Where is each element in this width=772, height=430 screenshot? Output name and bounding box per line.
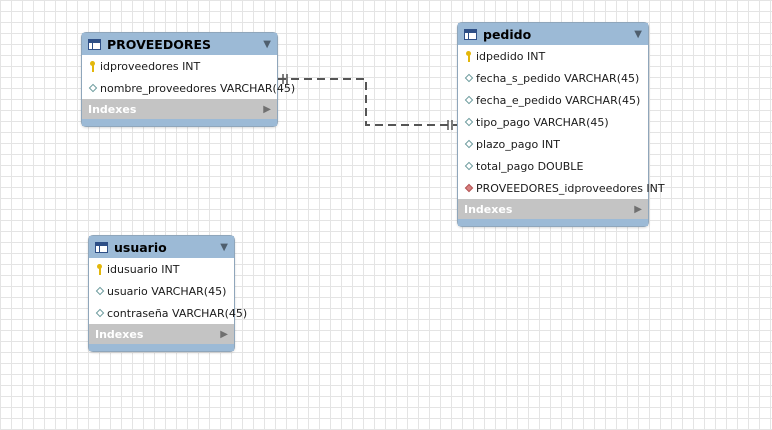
indexes-section[interactable]: Indexes ▶ — [89, 324, 234, 344]
column-row[interactable]: idproveedores INT — [82, 55, 277, 77]
column-row[interactable]: fecha_s_pedido VARCHAR(45) — [458, 67, 648, 89]
column-row[interactable]: idusuario INT — [89, 258, 234, 280]
expand-triangle-right-icon[interactable]: ▶ — [263, 103, 271, 115]
indexes-label: Indexes — [464, 202, 513, 216]
column-label: idusuario INT — [107, 262, 180, 276]
column-label: fecha_e_pedido VARCHAR(45) — [476, 93, 641, 107]
indexes-section[interactable]: Indexes ▶ — [82, 99, 277, 119]
column-row[interactable]: tipo_pago VARCHAR(45) — [458, 111, 648, 133]
table-footer — [82, 119, 277, 126]
expand-triangle-right-icon[interactable]: ▶ — [634, 203, 642, 215]
table-header-proveedores[interactable]: PROVEEDORES ▼ — [82, 33, 277, 55]
table-icon — [464, 28, 477, 40]
column-label: idpedido INT — [476, 49, 546, 63]
diamond-icon — [464, 72, 473, 84]
column-row[interactable]: plazo_pago INT — [458, 133, 648, 155]
collapse-triangle-down-icon[interactable]: ▼ — [263, 38, 271, 50]
cardinality-mark-one-pedido — [447, 120, 453, 130]
column-row[interactable]: usuario VARCHAR(45) — [89, 280, 234, 302]
key-icon — [88, 60, 97, 72]
column-row[interactable]: total_pago DOUBLE — [458, 155, 648, 177]
column-label: nombre_proveedores VARCHAR(45) — [100, 81, 296, 95]
column-label: usuario VARCHAR(45) — [107, 284, 227, 298]
column-row[interactable]: PROVEEDORES_idproveedores INT — [458, 177, 665, 199]
column-label: idproveedores INT — [100, 59, 201, 73]
column-label: tipo_pago VARCHAR(45) — [476, 115, 609, 129]
column-label: contraseña VARCHAR(45) — [107, 306, 248, 320]
table-title: pedido — [483, 26, 532, 42]
indexes-section[interactable]: Indexes ▶ — [458, 199, 648, 219]
table-icon — [88, 38, 101, 50]
column-row[interactable]: fecha_e_pedido VARCHAR(45) — [458, 89, 648, 111]
diamond-icon — [95, 285, 104, 297]
column-label: plazo_pago INT — [476, 137, 560, 151]
table-pedido[interactable]: pedido ▼ idpedido INT fecha_s_pedido VAR… — [457, 22, 665, 227]
expand-triangle-right-icon[interactable]: ▶ — [220, 328, 228, 340]
table-header-pedido[interactable]: pedido ▼ — [458, 23, 648, 45]
relationship-line[interactable] — [278, 78, 457, 126]
diamond-icon — [464, 138, 473, 150]
diamond-icon — [88, 82, 97, 94]
table-proveedores[interactable]: PROVEEDORES ▼ idproveedores INT nombre_p… — [81, 32, 295, 127]
table-usuario[interactable]: usuario ▼ idusuario INT usuario VARCHAR(… — [88, 235, 247, 352]
table-header-usuario[interactable]: usuario ▼ — [89, 236, 234, 258]
indexes-label: Indexes — [95, 327, 144, 341]
table-title: PROVEEDORES — [107, 36, 211, 52]
key-icon — [464, 50, 473, 62]
diamond-icon — [464, 94, 473, 106]
table-icon — [95, 241, 108, 253]
key-icon — [95, 263, 104, 275]
red-diamond-icon — [464, 182, 473, 194]
column-row[interactable]: idpedido INT — [458, 45, 648, 67]
collapse-triangle-down-icon[interactable]: ▼ — [220, 241, 228, 253]
indexes-label: Indexes — [88, 102, 137, 116]
diamond-icon — [464, 160, 473, 172]
collapse-triangle-down-icon[interactable]: ▼ — [634, 28, 642, 40]
table-footer — [458, 219, 648, 226]
column-label: fecha_s_pedido VARCHAR(45) — [476, 71, 640, 85]
table-title: usuario — [114, 239, 167, 255]
column-row[interactable]: contraseña VARCHAR(45) — [89, 302, 247, 324]
column-label: PROVEEDORES_idproveedores INT — [476, 181, 665, 195]
column-label: total_pago DOUBLE — [476, 159, 584, 173]
diamond-icon — [464, 116, 473, 128]
column-row[interactable]: nombre_proveedores VARCHAR(45) — [82, 77, 295, 99]
table-footer — [89, 344, 234, 351]
diamond-icon — [95, 307, 104, 319]
